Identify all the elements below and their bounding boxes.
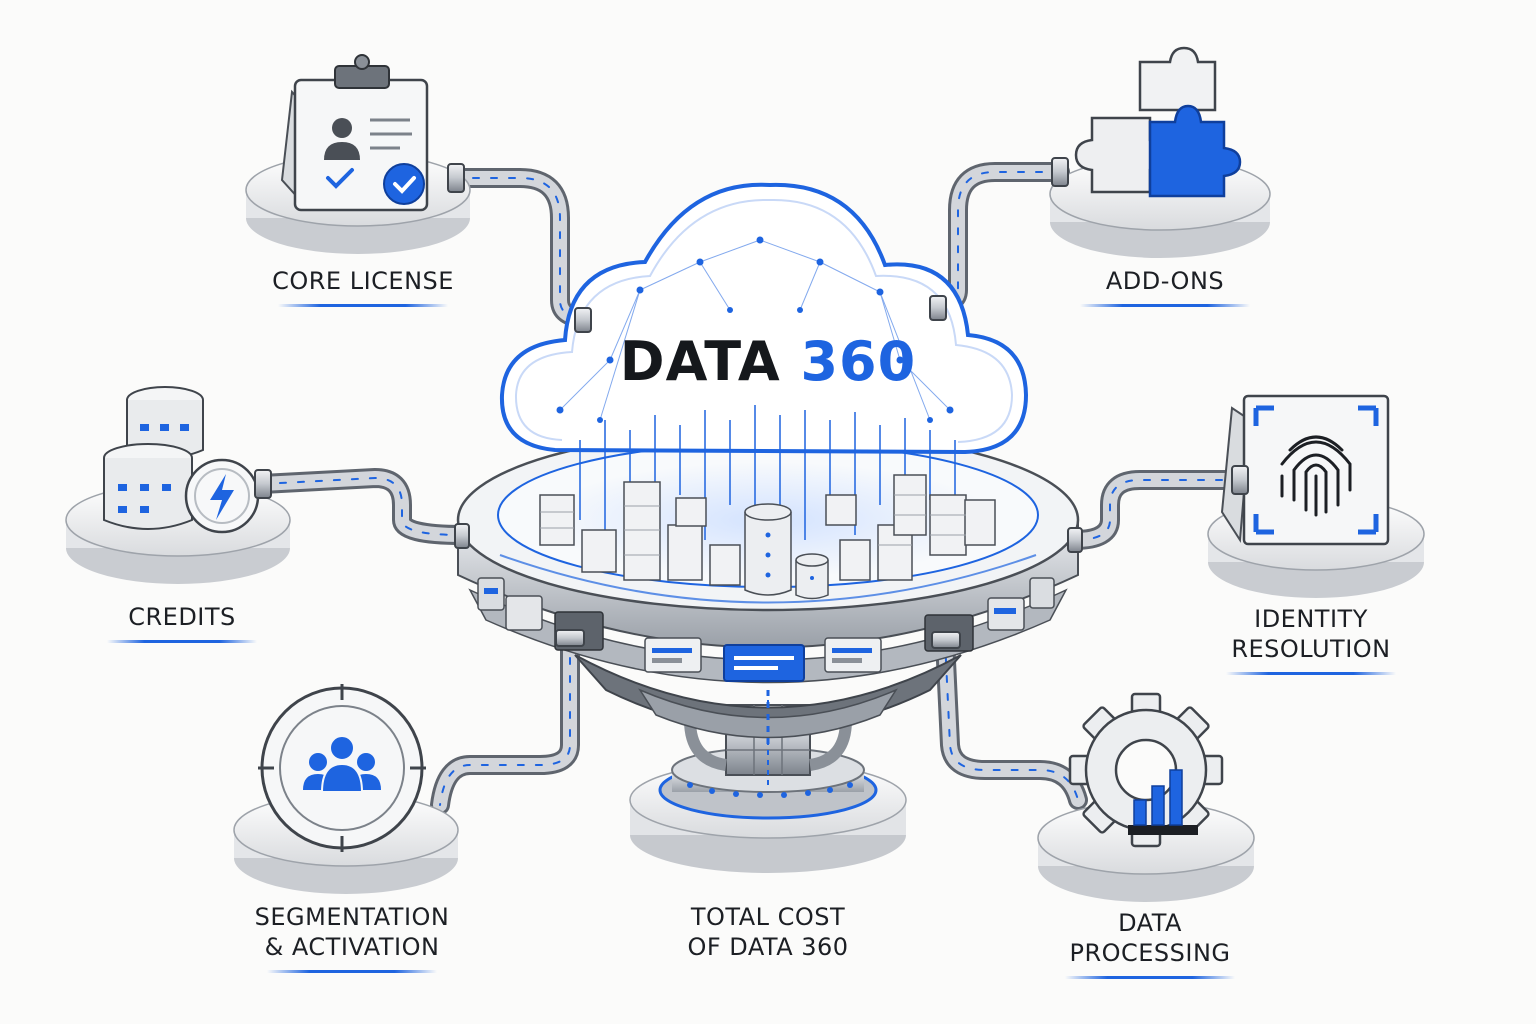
label-line: OF DATA 360 xyxy=(687,933,849,961)
label-underline xyxy=(1065,976,1235,979)
label-core-license: CORE LICENSE xyxy=(248,266,478,307)
label-line: ADD-ONS xyxy=(1105,267,1225,295)
label-identity-resolution: IDENTITY RESOLUTION xyxy=(1196,604,1426,675)
center-title: DATA 360 xyxy=(598,330,938,393)
label-underline xyxy=(107,640,257,643)
label-line: CREDITS xyxy=(128,603,236,631)
data-blocks xyxy=(539,474,996,600)
label-line: RESOLUTION xyxy=(1231,635,1391,663)
label-underline xyxy=(267,970,437,973)
audience-target-icon xyxy=(258,684,426,852)
label-line: PROCESSING xyxy=(1069,939,1231,967)
center-title-main: DATA xyxy=(619,330,781,393)
clipboard-verified-icon xyxy=(280,54,429,212)
label-add-ons: ADD-ONS xyxy=(1060,266,1270,307)
platform-glow-ring xyxy=(499,554,1037,604)
label-line: CORE LICENSE xyxy=(272,267,454,295)
puzzle-pieces-icon xyxy=(1074,46,1242,198)
label-data-processing: DATA PROCESSING xyxy=(1040,908,1260,979)
label-underline xyxy=(1226,672,1396,675)
base-pedestal-icon xyxy=(629,700,907,873)
gear-chart-icon xyxy=(1068,692,1224,848)
center-title-accent: 360 xyxy=(800,330,917,393)
label-underline xyxy=(1080,304,1250,307)
label-credits: CREDITS xyxy=(82,602,282,643)
label-line: IDENTITY xyxy=(1254,605,1368,633)
label-line: TOTAL COST xyxy=(690,903,846,931)
label-underline xyxy=(278,304,448,307)
label-line: DATA xyxy=(1118,909,1182,937)
label-total-cost: TOTAL COST OF DATA 360 xyxy=(648,902,888,962)
label-segmentation-activation: SEGMENTATION & ACTIVATION xyxy=(232,902,472,973)
pipe-couplers xyxy=(254,157,1249,649)
label-line: & ACTIVATION xyxy=(264,933,440,961)
label-line: SEGMENTATION xyxy=(254,903,450,931)
database-lightning-icon xyxy=(103,386,260,534)
